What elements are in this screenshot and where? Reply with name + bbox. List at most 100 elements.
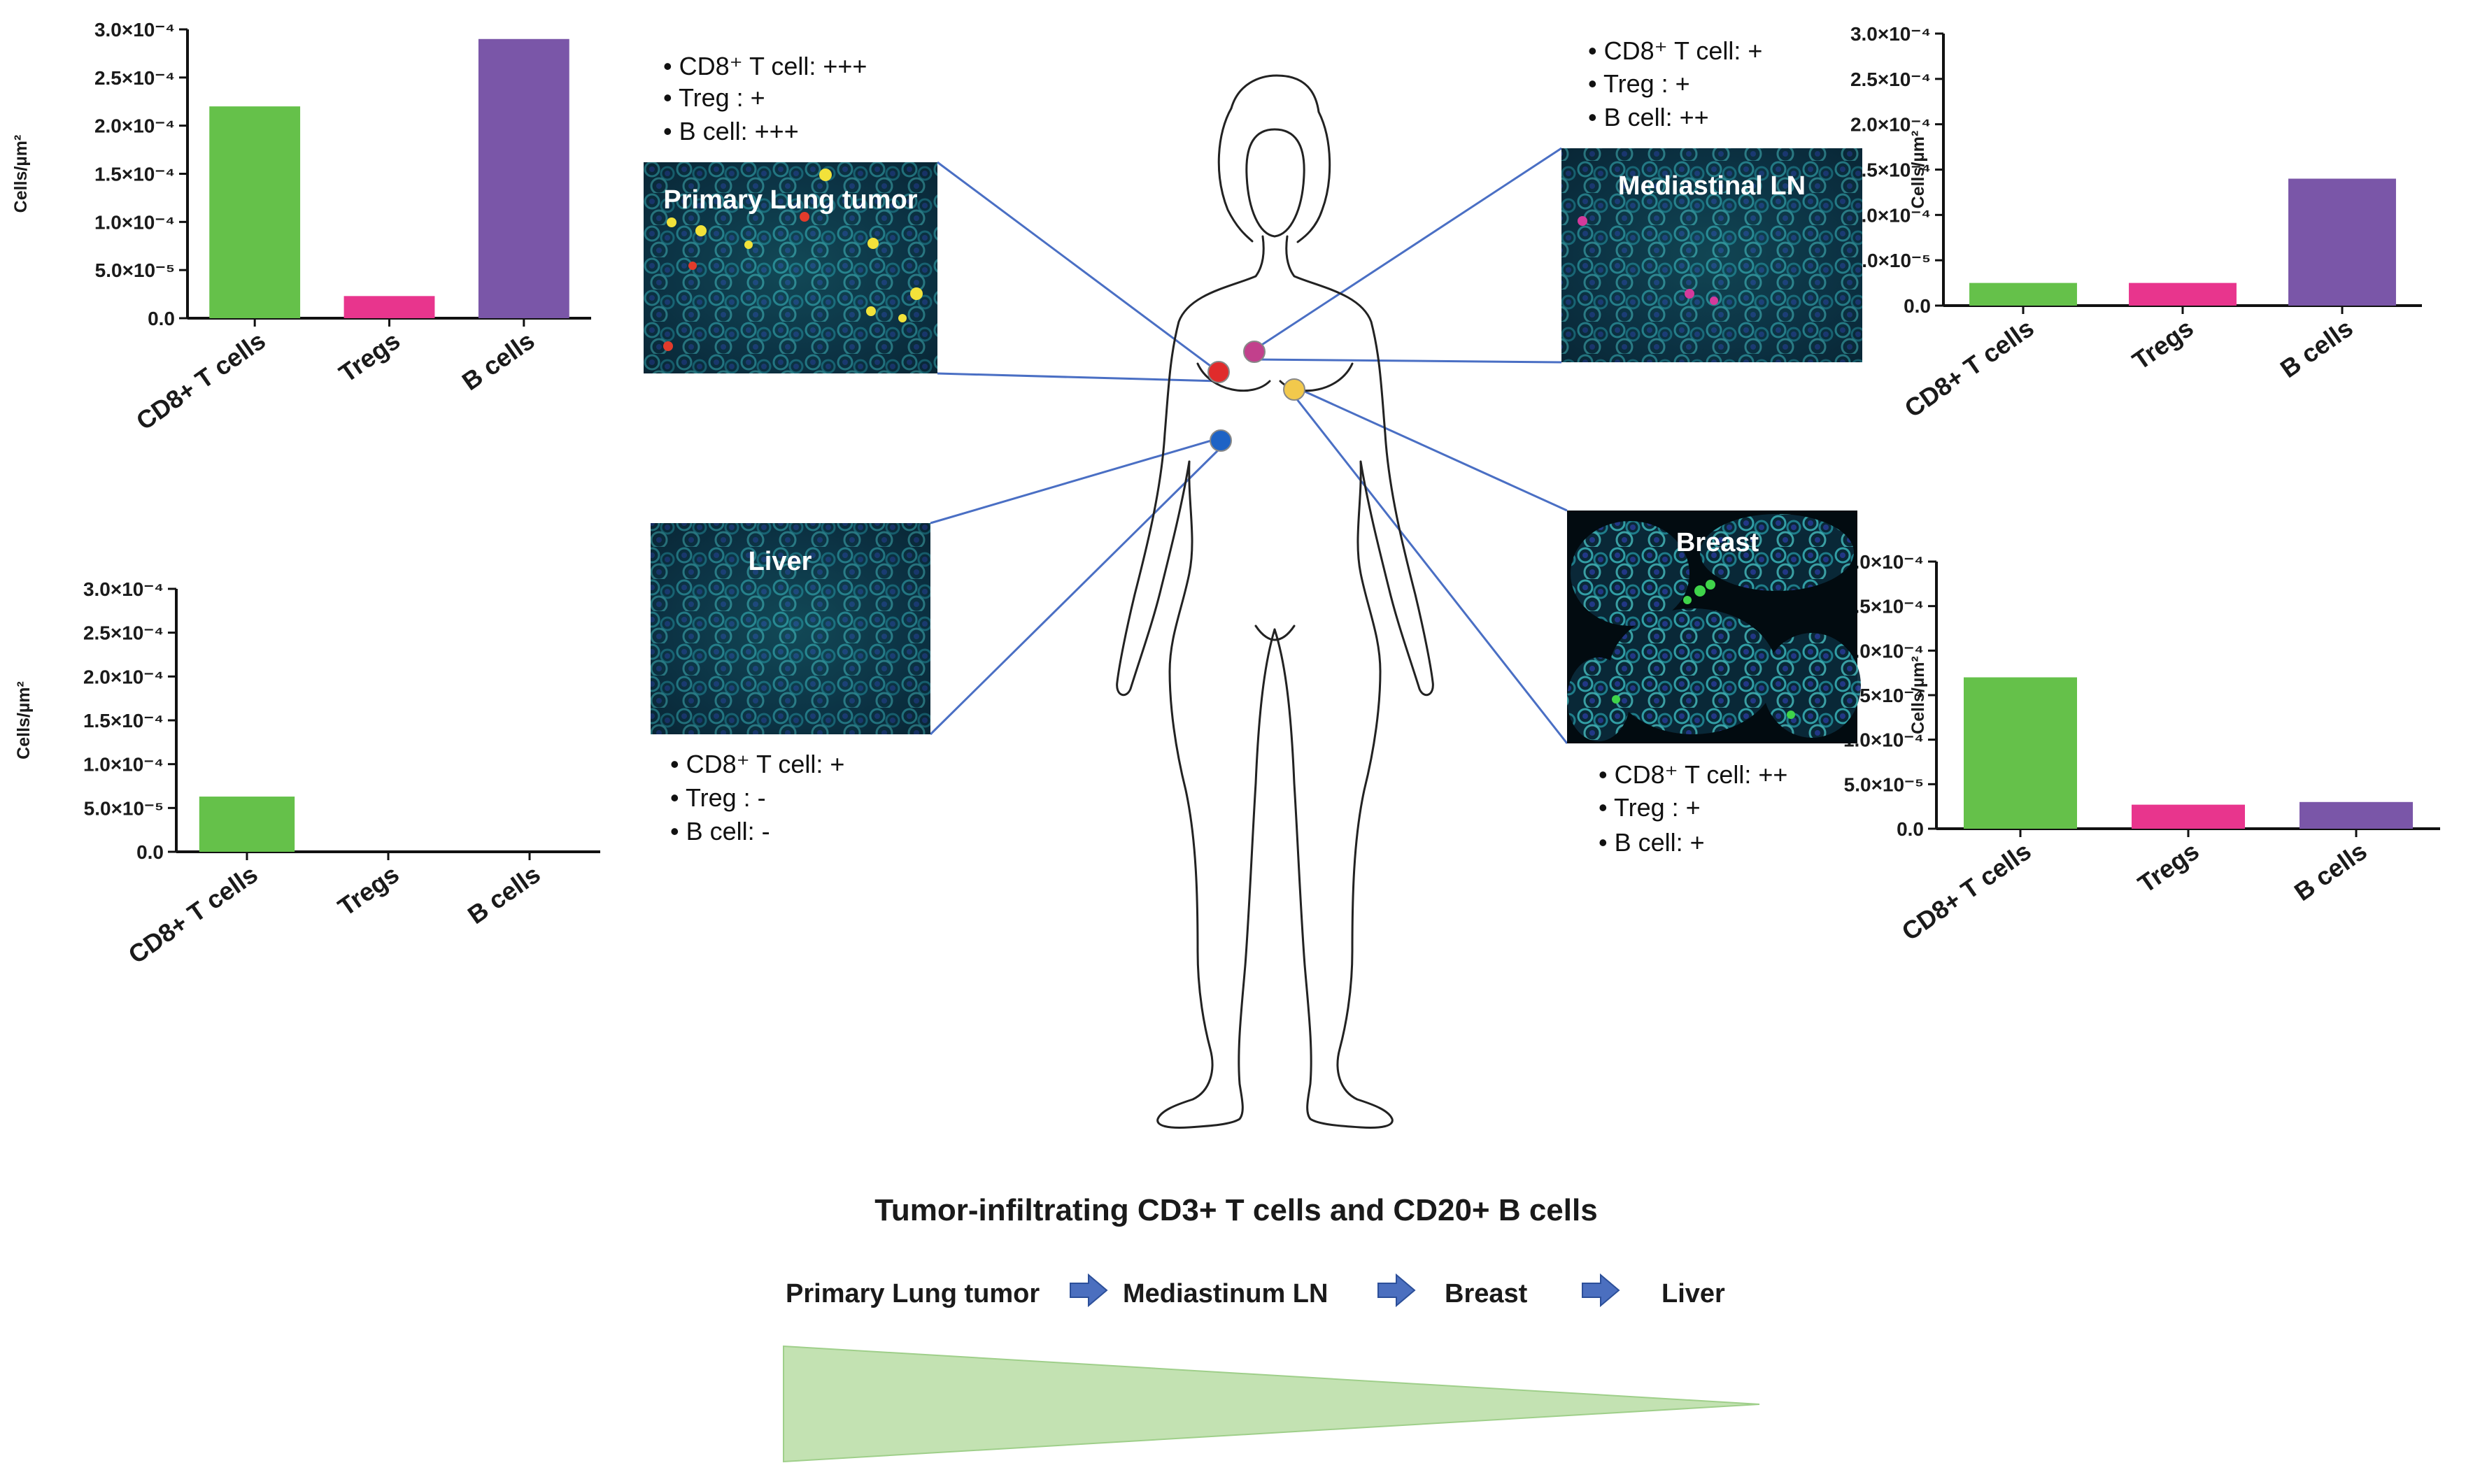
progression-flow: Primary Lung tumor Mediastinum LN Breast… xyxy=(786,1273,1725,1308)
bullet-ln-cd8: • CD8⁺ T cell: + xyxy=(1588,36,1762,65)
liver-x-tick-label: B cells xyxy=(462,859,546,929)
mediastinal-x-tick-label: Tregs xyxy=(2127,313,2198,376)
lung-x-tick-label: CD8+ T cells xyxy=(131,326,271,436)
bullet-liver-cd8: • CD8⁺ T cell: + xyxy=(670,750,844,778)
mediastinal-y-tick-label: 0.0 xyxy=(1904,295,1931,317)
mediastinal-y-tick-label: 1.5×10⁻⁴ xyxy=(1850,159,1931,181)
lung-y-tick-label: 3.0×10⁻⁴ xyxy=(94,19,175,41)
lung-x-tick-label: B cells xyxy=(457,326,540,396)
flow-arrow-icon xyxy=(1582,1273,1620,1308)
bullet-ln-treg: • Treg : + xyxy=(1588,69,1690,98)
panel-breast-title: Breast xyxy=(1676,528,1759,557)
chart-mediastinal: 0.0 5.0×10⁻⁵ 1.0×10⁻⁴ 1.5×10⁻⁴ 2.0×10⁻⁴ 2.5×1… xyxy=(1850,23,2422,423)
panel-liver: Liver xyxy=(651,523,930,734)
decreasing-gradient-wedge xyxy=(783,1345,1760,1463)
panel-mediastinal: Mediastinal LN xyxy=(1561,148,1862,362)
liver-y-tick-label: 3.0×10⁻⁴ xyxy=(83,578,164,600)
liver-y-tick-label: 2.5×10⁻⁴ xyxy=(83,622,164,644)
marker-lung xyxy=(1207,361,1230,383)
flow-step-lung: Primary Lung tumor xyxy=(786,1279,1040,1308)
bullet-liver-treg: • Treg : - xyxy=(670,783,766,812)
mediastinal-x-tick-label: B cells xyxy=(2275,313,2358,383)
lung-bar-cd8 xyxy=(209,106,301,318)
bullet-liver-bcell: • B cell: - xyxy=(670,817,770,846)
mediastinal-bar-tregs xyxy=(2129,283,2237,306)
lung-y-tick-label: 1.0×10⁻⁴ xyxy=(94,211,175,233)
liver-y-tick-label: 1.5×10⁻⁴ xyxy=(83,710,164,732)
panel-breast: Breast xyxy=(1567,511,1861,743)
bullet-breast-treg: • Treg : + xyxy=(1599,793,1701,822)
organ-markers xyxy=(1207,341,1305,452)
bullets-liver: • CD8⁺ T cell: + • Treg : - • B cell: - xyxy=(670,750,844,846)
liver-y-tick-label: 2.0×10⁻⁴ xyxy=(83,666,164,687)
lung-y-tick-label: 2.5×10⁻⁴ xyxy=(94,67,175,89)
mediastinal-stained-cells xyxy=(1578,216,1718,305)
lung-bar-tregs xyxy=(343,296,435,318)
breast-y-axis-label: Cells/µm² xyxy=(1908,656,1928,734)
breast-x-tick-label: CD8+ T cells xyxy=(1897,836,2036,946)
flow-arrow-icon xyxy=(1377,1273,1416,1308)
breast-bar-tregs xyxy=(2132,804,2245,829)
liver-y-tick-label: 5.0×10⁻⁵ xyxy=(84,797,164,819)
connector-lines xyxy=(929,147,1568,744)
connector-ln-top xyxy=(1254,147,1562,351)
human-body-outline xyxy=(1116,74,1434,1129)
connector-liver-top xyxy=(930,436,1221,525)
flow-step-ln: Mediastinum LN xyxy=(1123,1279,1328,1308)
connector-lung-top xyxy=(937,161,1219,373)
chart-liver: 0.05.0×10⁻⁵1.0×10⁻⁴1.5×10⁻⁴2.0×10⁻⁴2.5×1… xyxy=(14,578,600,969)
mediastinal-y-tick-label: 2.5×10⁻⁴ xyxy=(1850,69,1931,90)
breast-bar-cd8 xyxy=(1964,677,2077,829)
connector-lung-bottom xyxy=(937,372,1219,383)
liver-x-tick-label: CD8+ T cells xyxy=(123,859,263,969)
lung-stained-cells xyxy=(663,169,923,351)
bullet-lung-cd8: • CD8⁺ T cell: +++ xyxy=(663,52,867,80)
marker-mediastinal-ln xyxy=(1243,341,1266,363)
mediastinal-bar-cd8 xyxy=(1969,283,2077,306)
bullet-breast-bcell: • B cell: + xyxy=(1599,828,1705,857)
panel-lung-title: Primary Lung tumor xyxy=(663,185,917,215)
connector-breast-bottom xyxy=(1293,395,1568,744)
connector-breast-top xyxy=(1294,385,1568,512)
bottom-caption: Tumor-infiltrating CD3+ T cells and CD20… xyxy=(874,1193,1597,1227)
breast-stained-cells xyxy=(1612,580,1795,719)
lung-x-tick-label: Tregs xyxy=(334,326,405,388)
lung-bar-bcells xyxy=(478,38,569,319)
lung-y-tick-label: 0.0 xyxy=(148,308,175,329)
liver-y-tick-label: 1.0×10⁻⁴ xyxy=(83,754,164,776)
lung-y-tick-label: 2.0×10⁻⁴ xyxy=(94,115,175,137)
lung-y-tick-label: 5.0×10⁻⁵ xyxy=(95,259,175,281)
lung-y-axis-label: Cells/µm² xyxy=(11,135,31,213)
mediastinal-y-tick-label: 2.0×10⁻⁴ xyxy=(1850,114,1931,136)
bullet-lung-bcell: • B cell: +++ xyxy=(663,117,799,145)
chart-lung: 0.05.0×10⁻⁵1.0×10⁻⁴1.5×10⁻⁴2.0×10⁻⁴2.5×1… xyxy=(11,19,591,436)
mediastinal-y-axis-label: Cells/µm² xyxy=(1908,131,1928,209)
liver-x-tick-label: Tregs xyxy=(332,859,404,922)
bullet-lung-treg: • Treg : + xyxy=(663,83,765,112)
bullet-ln-bcell: • B cell: ++ xyxy=(1588,103,1709,131)
marker-liver xyxy=(1210,429,1232,452)
connector-ln-bottom xyxy=(1254,358,1562,364)
flow-step-liver: Liver xyxy=(1661,1279,1725,1308)
bullets-mediastinal: • CD8⁺ T cell: + • Treg : + • B cell: ++ xyxy=(1588,36,1762,131)
bullet-breast-cd8: • CD8⁺ T cell: ++ xyxy=(1599,760,1787,789)
breast-x-tick-label: B cells xyxy=(2289,836,2372,906)
bullets-breast: • CD8⁺ T cell: ++ • Treg : + • B cell: + xyxy=(1599,760,1787,857)
mediastinal-y-tick-label: 3.0×10⁻⁴ xyxy=(1850,23,1931,45)
marker-breast xyxy=(1283,378,1305,401)
flow-arrow-icon xyxy=(1070,1273,1108,1308)
mediastinal-bar-bcells xyxy=(2288,178,2396,306)
mediastinal-y-tick-label: 1.0×10⁻⁴ xyxy=(1850,204,1931,226)
panel-lung: Primary Lung tumor xyxy=(644,162,937,373)
bullets-lung: • CD8⁺ T cell: +++ • Treg : + • B cell: … xyxy=(663,52,867,145)
panel-mediastinal-title: Mediastinal LN xyxy=(1618,171,1806,201)
mediastinal-x-tick-label: CD8+ T cells xyxy=(1899,313,2039,423)
flow-step-breast: Breast xyxy=(1445,1279,1528,1308)
breast-y-tick-label: 5.0×10⁻⁵ xyxy=(1844,773,1924,795)
mediastinal-y-tick-label: 5.0×10⁻⁵ xyxy=(1851,250,1931,271)
breast-x-tick-label: Tregs xyxy=(2132,836,2204,899)
panel-liver-title: Liver xyxy=(749,547,812,576)
breast-bar-bcells xyxy=(2300,801,2413,829)
liver-y-axis-label: Cells/µm² xyxy=(14,681,34,759)
